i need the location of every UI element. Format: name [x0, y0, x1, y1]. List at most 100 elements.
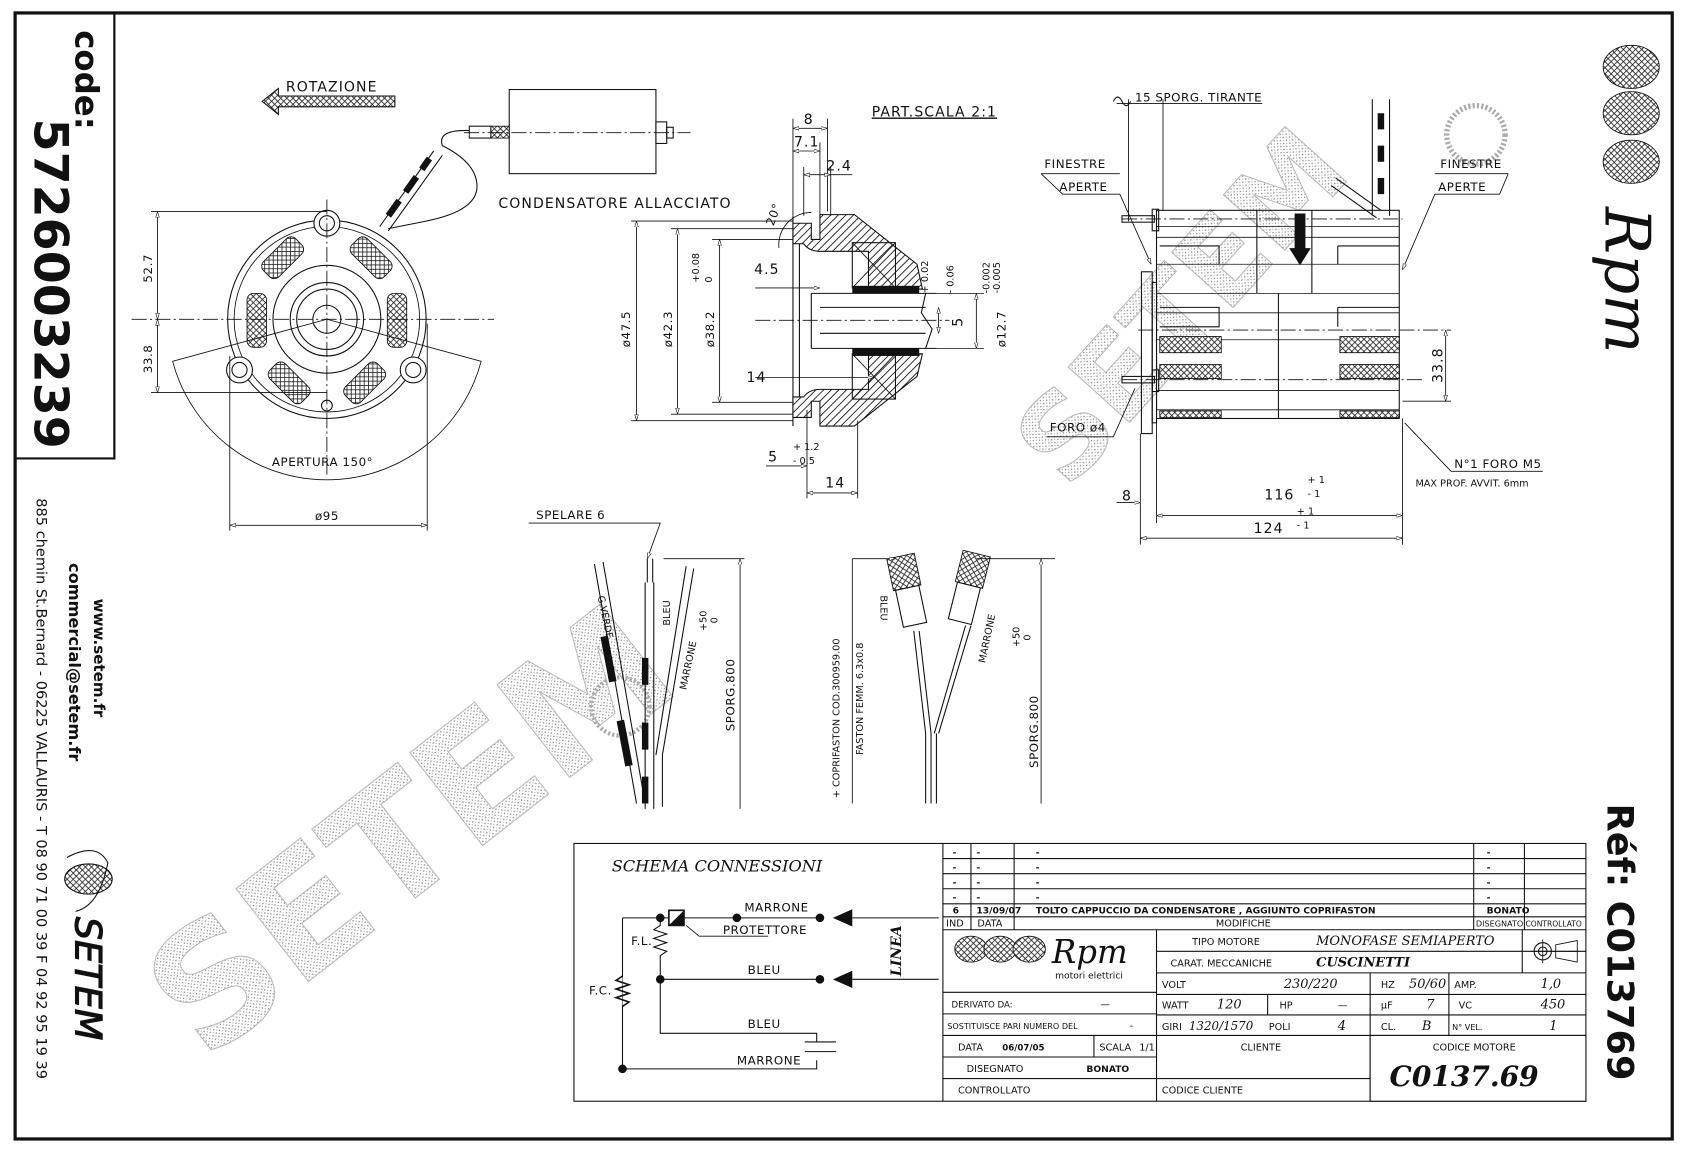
motor-cable	[379, 150, 443, 232]
rev-header-controllato: CONTROLLATO	[1525, 919, 1581, 928]
dim-5-right: 5	[950, 317, 966, 327]
company-info: www.setem.fr commercial@setem.fr 885 che…	[33, 498, 113, 1079]
scala-value: 1/1	[1139, 1043, 1155, 1054]
derivato-value: —	[1100, 999, 1110, 1010]
vc-value: 450	[1540, 997, 1566, 1012]
tol-38-zero: 0	[704, 276, 715, 282]
hole-right-note: MAX PROF. AVVIT. 6mm	[1415, 478, 1528, 489]
controllato-label: CONTROLLATO	[958, 1086, 1031, 1097]
watt-label: WATT	[1162, 1000, 1189, 1011]
angle-20: 20°	[763, 201, 784, 227]
watermark-text: SETEM	[113, 570, 709, 1093]
revision-mod: -	[1036, 847, 1040, 858]
tie-rod-label: 15 SPORG. TIRANTE	[1135, 90, 1262, 104]
ventilation-windows	[246, 236, 408, 405]
scala-label: SCALA	[1099, 1043, 1131, 1054]
amp-label: AMP.	[1454, 980, 1476, 991]
tol-12-a: -0.002	[981, 262, 992, 293]
revision-dis: -	[1487, 893, 1491, 904]
poli-label: POLI	[1269, 1022, 1291, 1033]
lead-tol-zero-left: 0	[709, 617, 720, 623]
schema-bleu-cap: BLEU	[748, 1017, 781, 1031]
hole-right-label: N°1 FORO M5	[1454, 457, 1541, 471]
windows-left-line1: FINESTRE	[1044, 157, 1106, 171]
front-view: ROTAZIONE CONDENSATORE ALLACCIATO	[131, 80, 731, 531]
nvel-label: N° VEL.	[1452, 1022, 1482, 1032]
lead-length-left: SPORG.800	[724, 659, 738, 732]
tol-5-plus: + 0.02	[920, 261, 931, 294]
revision-ind: -	[953, 862, 957, 873]
capacitor-label: CONDENSATORE ALLACCIATO	[498, 196, 731, 212]
dia-38-2: ø38.2	[703, 311, 717, 347]
dim-4-5: 4.5	[754, 262, 780, 278]
rev-header-ind: IND	[946, 918, 964, 929]
rev-header-data: DATA	[977, 918, 1002, 929]
detail-scale-title: PART.SCALA 2:1	[872, 104, 997, 120]
watermark-copyright-icon	[589, 675, 652, 738]
rev-header-disegnato: DISEGNATO	[1476, 918, 1523, 928]
lead-length-right: SPORG.800	[1027, 695, 1041, 768]
schema-title: SCHEMA CONNESSIONI	[612, 856, 823, 875]
faston-connector-icon	[886, 552, 928, 628]
watermark-copyright-icon	[1444, 103, 1508, 167]
approx-icon	[1112, 96, 1132, 107]
airflow-arrow-icon	[1289, 213, 1311, 266]
rotation-arrow-icon	[261, 87, 396, 116]
hp-label: HP	[1280, 1000, 1293, 1011]
dim-2-4: 2.4	[826, 158, 852, 174]
revision-mod: -	[1036, 878, 1040, 889]
sostituisce-label: SOSTITUISCE PARI NUMERO DEL	[947, 1021, 1078, 1031]
dim-14-left: 14	[747, 370, 767, 386]
windings	[1159, 336, 1400, 418]
faston-connector-icon	[947, 549, 991, 626]
revision-data: -	[976, 862, 980, 873]
tol-5-minus: - 0.06	[946, 265, 957, 293]
revision-ind: -	[953, 893, 957, 904]
giri-value: 1320/1570	[1189, 1019, 1254, 1033]
revision-data: -	[976, 893, 980, 904]
revision-dis: -	[1487, 847, 1491, 858]
company-address: 885 chemin St.Bernard - 06225 VALLAURIS …	[33, 498, 50, 1079]
amp-value: 1,0	[1541, 977, 1562, 992]
dia-12-7: ø12.7	[994, 311, 1008, 347]
side-cable	[1330, 99, 1391, 219]
schema-bleu-line: BLEU	[748, 963, 781, 977]
rpm-logo-text: Rpm	[1590, 206, 1663, 353]
hole-left-label: FORO ø4	[1050, 420, 1106, 434]
rpm-coil-logo-icon	[1602, 44, 1660, 184]
data-label: DATA	[958, 1043, 983, 1054]
schema-protector: PROTETTORE	[723, 923, 807, 937]
tol-116-plus: + 1	[1308, 475, 1325, 486]
dim-52-7: 52.7	[141, 254, 155, 283]
leads-left: SPELARE 6 G.VERDE BLEU MARRONE SPORG.800…	[528, 508, 745, 809]
company-website: www.setem.fr	[90, 599, 108, 718]
uf-label: µF	[1381, 1000, 1393, 1011]
protector-icon	[668, 909, 685, 927]
projection-symbol-icon	[1530, 939, 1579, 964]
side-dim-8: 8	[1122, 488, 1132, 504]
dia-42-3: ø42.3	[661, 311, 675, 347]
revision-mod: -	[1036, 862, 1040, 873]
codice-cliente-label: CODICE CLIENTE	[1162, 1086, 1243, 1097]
codice-motore-label: CODICE MOTORE	[1433, 1043, 1516, 1054]
faston-label: FASTON FEMM. 6.3x0.8	[855, 643, 866, 755]
code-label: code:	[68, 30, 106, 129]
leads-right: + COPRIFASTON COD.300959.00 FASTON FEMM.…	[831, 549, 1056, 804]
reference-label: Réf:	[1598, 804, 1641, 888]
schema-linea: LINEA	[889, 925, 905, 977]
revision-dis: -	[1487, 878, 1491, 889]
schema-fl: F.L.	[631, 934, 652, 948]
lead-tol-plus-left: +50	[699, 611, 710, 631]
rpm-title-logo-icon	[954, 935, 1046, 963]
cliente-label: CLIENTE	[1241, 1043, 1281, 1054]
dim-116: 116	[1264, 487, 1294, 503]
motor-spec-block: Rpm motori elettrici TIPO MOTORE MONOFAS…	[942, 929, 1587, 1102]
title-logo-subtitle: motori elettrici	[1055, 970, 1123, 981]
wire-bleu: BLEU	[662, 600, 673, 625]
windows-left-line2: APERTE	[1059, 180, 1107, 194]
cl-value: B	[1421, 1019, 1432, 1034]
revision-row: ----	[953, 862, 1491, 873]
